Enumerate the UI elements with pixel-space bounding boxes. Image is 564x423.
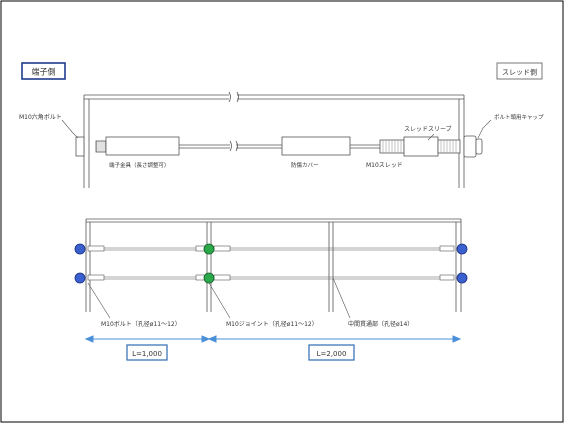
joint-marker-lower <box>203 272 215 284</box>
damage-cover <box>281 136 351 156</box>
dim-right-label: L=2,000 <box>317 350 347 358</box>
dim-box-right <box>308 344 355 361</box>
bolt-cap-label: ボルト頭用キャップ <box>494 113 544 121</box>
m10-thread-label: M10スレッド <box>366 162 403 169</box>
joint-marker-upper <box>203 243 215 255</box>
m10-hex-bolt-label: M10六角ボルト <box>19 113 62 121</box>
end-marker-left-lower <box>74 272 86 284</box>
damage-cover-label: 防傷カバー <box>291 161 319 169</box>
dim-left-label: L=1,000 <box>132 350 162 358</box>
thread-side-box <box>496 62 543 80</box>
dimension-arrows <box>84 335 462 343</box>
thread-side-title: スレッド側 <box>502 68 537 77</box>
thread-sleeve <box>403 136 439 157</box>
end-marker-left-upper <box>74 243 86 255</box>
hex-bolt-head <box>75 136 85 157</box>
end-marker-right-upper <box>456 243 468 255</box>
mid-through-label: 中間貫通部（孔径ø14） <box>348 320 413 328</box>
terminal-side-box <box>21 62 66 80</box>
terminal-fitting-label: 端子金具（長さ調整可） <box>109 161 170 169</box>
end-marker-right-lower <box>456 272 468 284</box>
m10-joint-label: M10ジョイント（孔径ø11～12） <box>226 320 318 328</box>
bolt-head-cap <box>463 135 477 158</box>
terminal-fitting <box>105 136 180 156</box>
m10-bolt-label: M10ボルト（孔径ø11～12） <box>101 320 181 328</box>
joint-markers <box>203 243 215 284</box>
thread-sleeve-label: スレッドスリーブ <box>404 125 452 133</box>
terminal-side-title: 端子側 <box>32 67 56 77</box>
dim-box-left <box>126 344 168 361</box>
bottom-frame <box>85 218 462 312</box>
bottom-leaders <box>87 277 351 319</box>
bottom-cables <box>87 245 455 281</box>
end-markers <box>74 243 468 284</box>
top-leaders <box>61 119 492 141</box>
top-cable-assembly <box>75 135 483 158</box>
